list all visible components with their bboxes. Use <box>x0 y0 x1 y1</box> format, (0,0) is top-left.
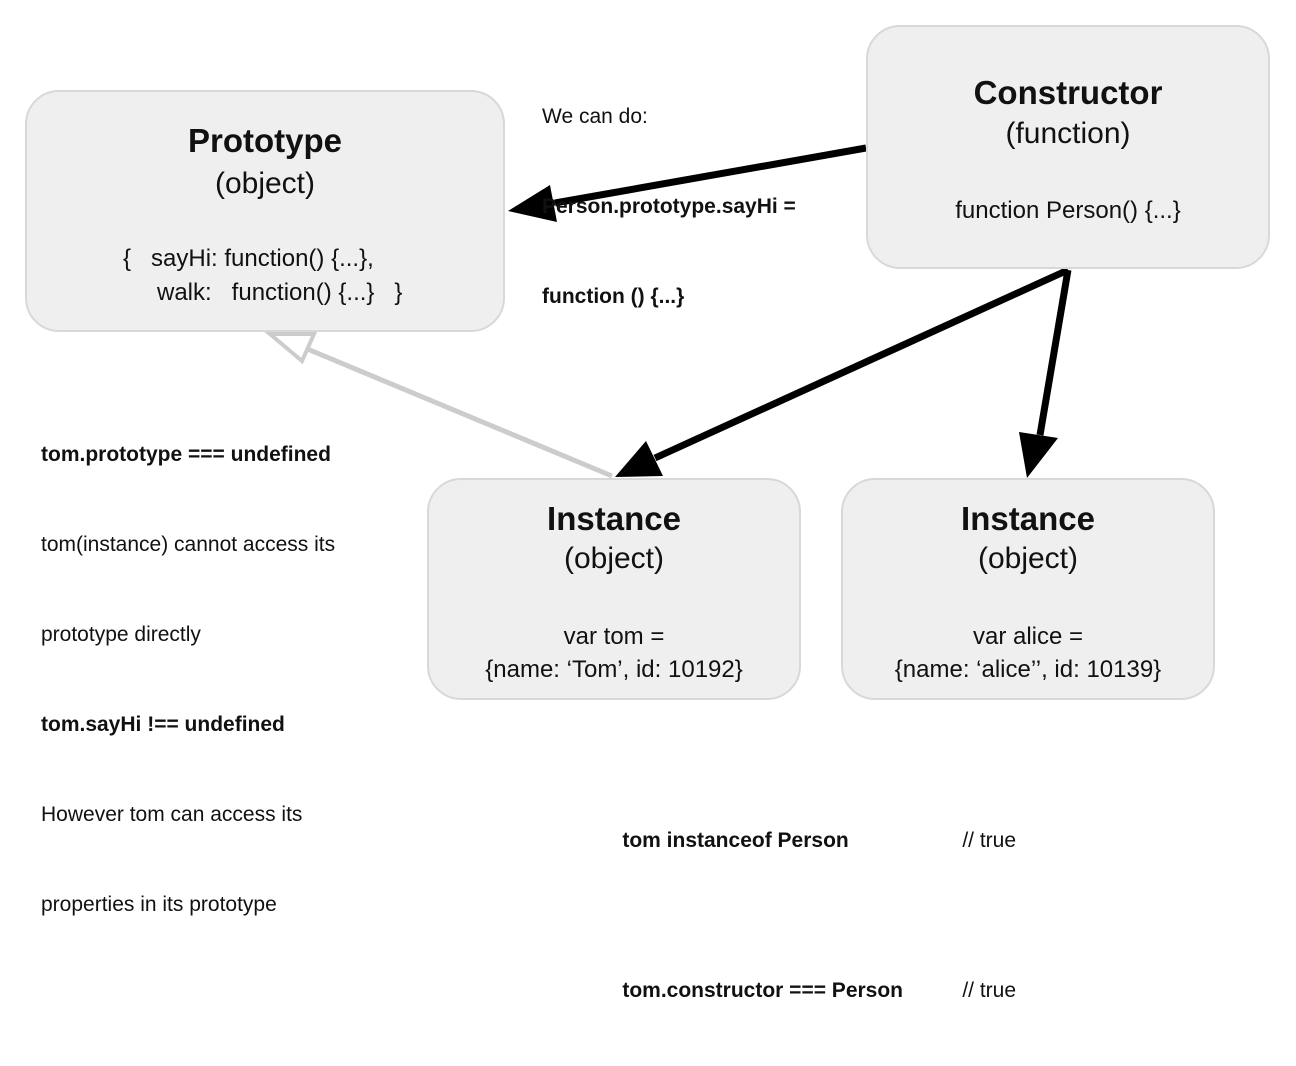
constructor-node: Constructor (function) function Person()… <box>866 25 1270 269</box>
instance-tom-code-line1: var tom = <box>563 623 665 650</box>
arrowhead-tom <box>615 441 663 477</box>
note-left-line4: tom.sayHi !== undefined <box>41 713 285 736</box>
note-bottom-comment1: // true <box>962 829 1017 852</box>
note-bottom-code1: tom instanceof Person <box>622 829 849 852</box>
note-left-line2: tom(instance) cannot access its <box>41 533 336 556</box>
prototype-code-line2: walk: function() {...} } <box>157 279 403 306</box>
note-left-line6: properties in its prototype <box>41 893 277 916</box>
constructor-code: function Person() {...} <box>955 197 1181 224</box>
note-top-line2: Person.prototype.sayHi = <box>542 195 796 218</box>
note-bottom-code2: tom.constructor === Person <box>622 979 904 1002</box>
note-instanceof: tom instanceof Person // true tom.constru… <box>599 736 1016 1066</box>
note-left-line1: tom.prototype === undefined <box>41 443 331 466</box>
prototype-subtitle: (object) <box>214 167 316 200</box>
instance-tom-code-line2: {name: ‘Tom’, id: 10192} <box>485 656 743 683</box>
instance-alice-subtitle: (object) <box>977 542 1079 575</box>
note-left-line3: prototype directly <box>41 623 201 646</box>
constructor-subtitle: (function) <box>1005 117 1131 150</box>
instance-alice-title: Instance <box>961 500 1095 537</box>
note-bottom-row2: tom.constructor === Person // true <box>599 946 1016 1036</box>
note-prototype-assignment: We can do: Person.prototype.sayHi = func… <box>542 42 796 342</box>
note-top-line1: We can do: <box>542 105 648 128</box>
instance-tom-title: Instance <box>547 500 681 537</box>
arrow-constructor-to-alice <box>1036 269 1072 436</box>
note-instance-access: tom.prototype === undefined tom(instance… <box>41 380 335 950</box>
note-top-line3: function () {...} <box>542 285 685 308</box>
arrowhead-prototype-hollow <box>264 332 318 365</box>
arrowhead-alice <box>1019 432 1058 478</box>
arrowhead-prototype <box>508 185 557 222</box>
prototype-title: Prototype <box>187 122 342 159</box>
instance-tom-node: Instance (object) var tom = {name: ‘Tom’… <box>427 478 801 700</box>
instance-alice-node: Instance (object) var alice = {name: ‘al… <box>841 478 1215 700</box>
arrow-constructor-to-tom <box>653 266 1070 462</box>
arrows-layer <box>264 144 1072 479</box>
arrow-constructor-to-prototype <box>554 144 867 207</box>
instance-alice-code-line1: var alice = <box>972 623 1084 650</box>
instance-alice-code-line2: {name: ‘alice’’, id: 10139} <box>894 656 1162 683</box>
note-bottom-comment2: // true <box>962 979 1017 1002</box>
instance-tom-subtitle: (object) <box>563 542 665 575</box>
prototype-node: Prototype (object) { sayHi: function() {… <box>25 90 505 332</box>
note-bottom-row1: tom instanceof Person // true <box>599 796 1016 886</box>
prototype-code-line1: { sayHi: function() {...}, <box>123 245 374 272</box>
arrow-tom-to-prototype <box>304 345 613 479</box>
constructor-title: Constructor <box>973 74 1163 111</box>
note-left-line5: However tom can access its <box>41 803 303 826</box>
